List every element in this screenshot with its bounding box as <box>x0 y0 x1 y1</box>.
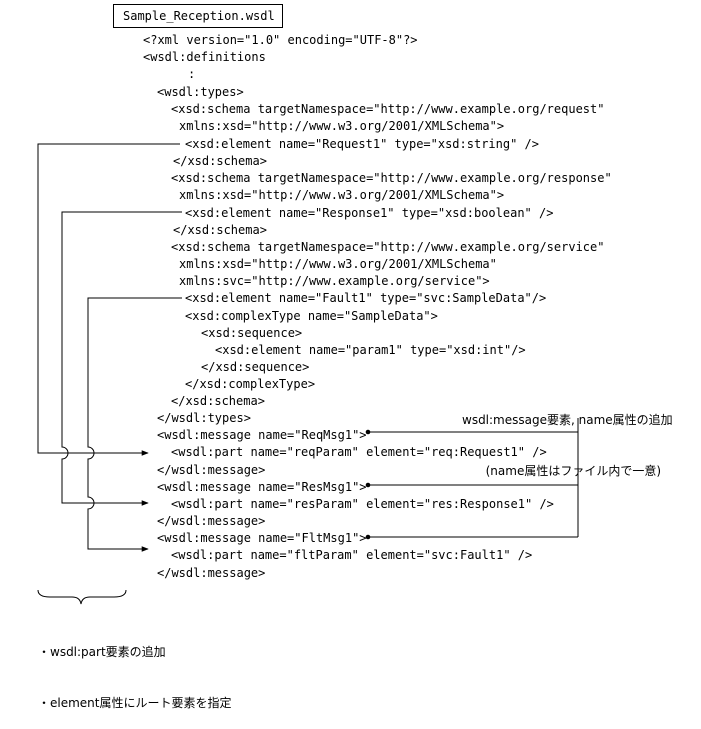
connector-fault1 <box>87 297 182 552</box>
annotation-message-bracket <box>368 418 579 538</box>
code-line: </wsdl:message> <box>157 463 266 477</box>
code-line: xmlns:xsd="http://www.w3.org/2001/XMLSch… <box>179 188 505 202</box>
code-line: <xsd:complexType name="SampleData"> <box>185 309 438 323</box>
annotation-part: ・wsdl:part要素の追加 ・element属性にルート要素を指定 <box>38 610 231 729</box>
code-line: </wsdl:message> <box>157 514 266 528</box>
code-line: </xsd:schema> <box>171 394 265 408</box>
bullet-dot-fltmsg <box>365 534 371 540</box>
annotation-message-line2: (name属性はファイル内で一意) <box>485 464 662 478</box>
code-line: </xsd:schema> <box>173 154 267 168</box>
code-line: xmlns:xsd="http://www.w3.org/2001/XMLSch… <box>179 257 497 271</box>
code-line: <xsd:schema targetNamespace="http://www.… <box>171 171 612 185</box>
code-line: <xsd:schema targetNamespace="http://www.… <box>171 240 605 254</box>
code-line: : <box>188 67 196 81</box>
code-line: <xsd:element name="Fault1" type="svc:Sam… <box>185 291 547 305</box>
code-line: <wsdl:message name="ReqMsg1"> <box>157 428 367 442</box>
curly-brace <box>37 589 127 605</box>
code-line: <wsdl:part name="fltParam" element="svc:… <box>171 548 533 562</box>
bullet-dot-resmsg <box>365 482 371 488</box>
file-title: Sample_Reception.wsdl <box>113 4 283 28</box>
code-line: <xsd:schema targetNamespace="http://www.… <box>171 102 605 116</box>
code-line: xmlns:svc="http://www.example.org/servic… <box>179 274 490 288</box>
code-line: </xsd:complexType> <box>185 377 316 391</box>
annotation-message-line1: wsdl:message要素, name属性の追加 <box>462 413 673 427</box>
connector-request1 <box>37 143 180 456</box>
code-line: <wsdl:part name="reqParam" element="req:… <box>171 445 547 459</box>
code-line: <xsd:element name="param1" type="xsd:int… <box>215 343 526 357</box>
code-line: <xsd:element name="Response1" type="xsd:… <box>185 206 554 220</box>
code-line: xmlns:xsd="http://www.w3.org/2001/XMLSch… <box>179 119 505 133</box>
code-line: <wsdl:message name="FltMsg1"> <box>157 531 367 545</box>
bullet-dot-reqmsg <box>365 429 371 435</box>
code-line: <wsdl:part name="resParam" element="res:… <box>171 497 554 511</box>
code-line: </wsdl:types> <box>157 411 251 425</box>
connector-lines <box>37 143 579 605</box>
annotation-part-line2: ・element属性にルート要素を指定 <box>38 696 232 710</box>
annotation-message: wsdl:message要素, name属性の追加 (name属性はファイル内で… <box>462 378 673 497</box>
code-line: <wsdl:definitions <box>143 50 266 64</box>
code-line: <?xml version="1.0" encoding="UTF-8"?> <box>143 33 418 47</box>
code-line: <xsd:sequence> <box>201 326 303 340</box>
code-line: <xsd:element name="Request1" type="xsd:s… <box>185 137 540 151</box>
code-line: </wsdl:message> <box>157 566 266 580</box>
annotation-part-line1: ・wsdl:part要素の追加 <box>38 645 166 659</box>
code-line: <wsdl:message name="ResMsg1"> <box>157 480 367 494</box>
code-line: </xsd:schema> <box>173 223 267 237</box>
connector-response1 <box>61 211 182 506</box>
code-line: <wsdl:types> <box>157 85 244 99</box>
code-line: </xsd:sequence> <box>201 360 310 374</box>
